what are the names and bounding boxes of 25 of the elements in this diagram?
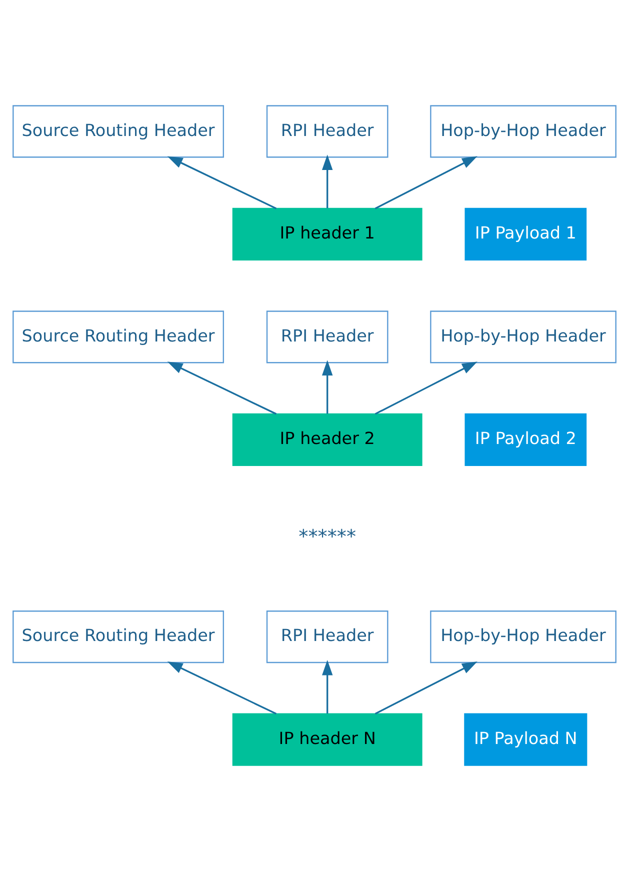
node-box: Hop-by-Hop Header (430, 310, 616, 364)
arrow (374, 156, 478, 210)
node-box: IP Payload 1 (464, 208, 587, 260)
node-box: Source Routing Header (12, 610, 224, 664)
arrow (322, 660, 333, 714)
node-box: Hop-by-Hop Header (430, 105, 616, 158)
arrow (374, 661, 478, 715)
node-box: RPI Header (266, 310, 388, 364)
node-box: IP header N (232, 713, 422, 766)
node-box: Hop-by-Hop Header (430, 610, 616, 664)
node-box: RPI Header (266, 610, 388, 664)
arrow (374, 362, 478, 415)
label: ****** (298, 524, 356, 548)
node-box: IP header 1 (232, 208, 422, 260)
node-box: IP header 2 (232, 413, 422, 466)
node-box: Source Routing Header (12, 105, 224, 158)
arrow (322, 154, 333, 208)
node-box: IP Payload N (464, 713, 588, 766)
node-box: Source Routing Header (12, 310, 224, 364)
node-box: IP Payload 2 (464, 413, 587, 466)
arrow (167, 156, 277, 210)
arrow (322, 360, 333, 414)
arrow (167, 662, 277, 715)
node-box: RPI Header (266, 105, 388, 158)
arrow (167, 362, 277, 415)
